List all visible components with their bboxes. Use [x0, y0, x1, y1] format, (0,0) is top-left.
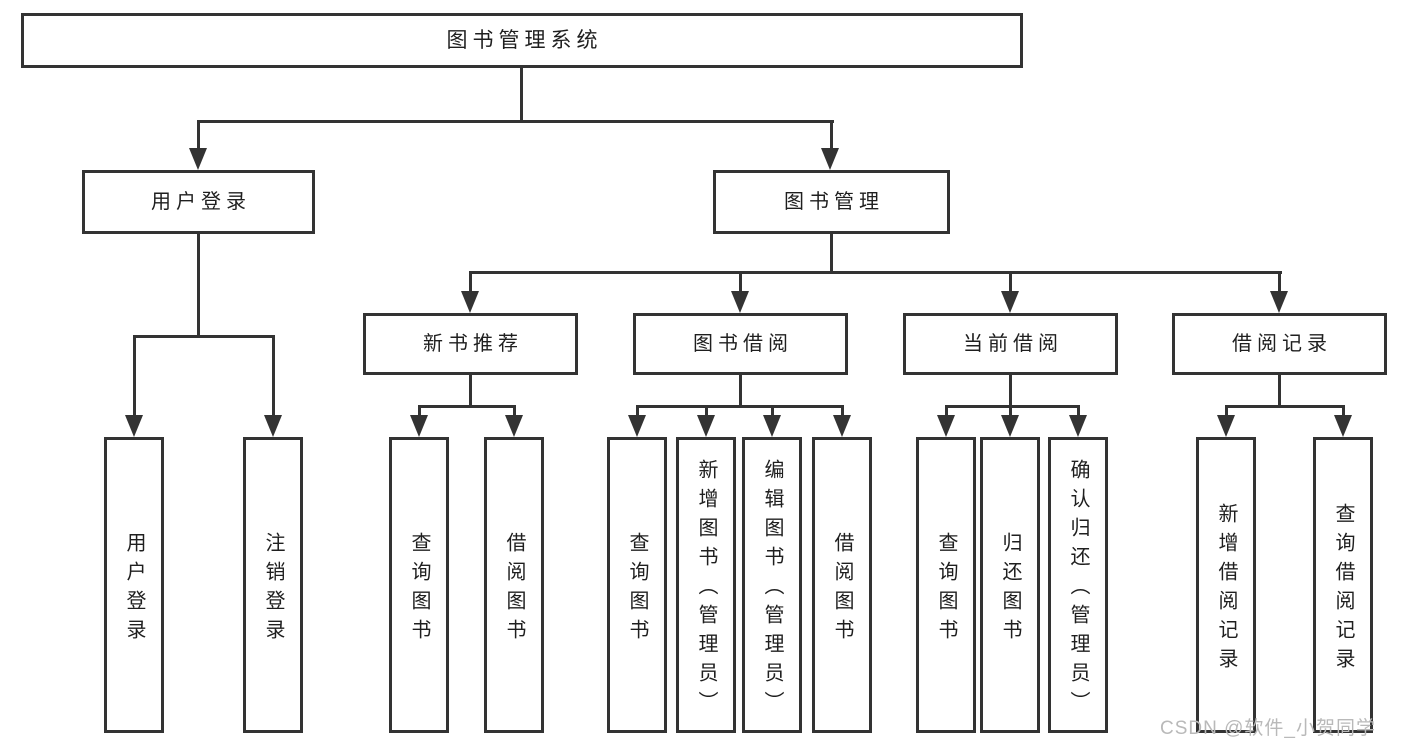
node-label: 归还图书	[999, 531, 1021, 648]
connector-line	[1225, 405, 1345, 408]
connector-line	[133, 335, 136, 419]
leaf-logout: 注销登录	[243, 437, 303, 733]
node-label: 用户登录	[151, 191, 251, 213]
node-label: 图书管理	[784, 191, 884, 213]
node-label: 借阅图书	[831, 531, 853, 648]
connector-line	[418, 405, 516, 408]
node-book-borrowing: 图书借阅	[633, 313, 848, 375]
connector-line	[739, 375, 742, 408]
arrow-down-icon	[461, 291, 479, 313]
arrow-down-icon	[628, 415, 646, 437]
connector-line	[133, 335, 275, 338]
connector-line	[469, 375, 472, 408]
node-label: 编辑图书（管理员）	[761, 459, 783, 720]
arrow-down-icon	[1001, 415, 1019, 437]
connector-line	[1225, 405, 1228, 418]
leaf-user-login: 用户登录	[104, 437, 164, 733]
leaf-query-books-recommend: 查询图书	[389, 437, 449, 733]
connector-line	[418, 405, 421, 418]
node-label: 借阅图书	[503, 531, 525, 648]
node-new-book-recommend: 新书推荐	[363, 313, 578, 375]
node-borrowing-records: 借阅记录	[1172, 313, 1387, 375]
node-label: 图书管理系统	[446, 29, 603, 52]
arrow-down-icon	[505, 415, 523, 437]
node-current-borrowing: 当前借阅	[903, 313, 1118, 375]
arrow-down-icon	[1001, 291, 1019, 313]
arrow-down-icon	[1334, 415, 1352, 437]
connector-line	[705, 405, 708, 418]
node-label: 查询借阅记录	[1332, 502, 1354, 677]
node-label: 图书借阅	[693, 333, 793, 355]
arrow-down-icon	[1270, 291, 1288, 313]
arrow-down-icon	[264, 415, 282, 437]
leaf-return-book: 归还图书	[980, 437, 1040, 733]
arrow-down-icon	[763, 415, 781, 437]
leaf-query-books-current: 查询图书	[916, 437, 976, 733]
connector-line	[945, 405, 948, 418]
arrow-down-icon	[731, 291, 749, 313]
connector-line	[513, 405, 516, 418]
leaf-borrow-books-recommend: 借阅图书	[484, 437, 544, 733]
connector-line	[636, 405, 844, 408]
connector-line	[272, 335, 275, 419]
node-label: 当前借阅	[963, 333, 1063, 355]
arrow-down-icon	[189, 148, 207, 170]
leaf-query-books-borrow: 查询图书	[607, 437, 667, 733]
leaf-borrow-books: 借阅图书	[812, 437, 872, 733]
arrow-down-icon	[1217, 415, 1235, 437]
connector-line	[1278, 271, 1281, 295]
connector-line	[1342, 405, 1345, 418]
connector-line	[1009, 271, 1012, 295]
connector-line	[945, 405, 1080, 408]
connector-line	[1077, 405, 1080, 418]
node-book-management-system: 图书管理系统	[21, 13, 1023, 68]
arrow-down-icon	[833, 415, 851, 437]
connector-line	[830, 120, 833, 152]
arrow-down-icon	[821, 148, 839, 170]
connector-line	[841, 405, 844, 418]
node-label: 查询图书	[626, 531, 648, 648]
leaf-add-book-admin: 新增图书（管理员）	[676, 437, 736, 733]
connector-line	[197, 234, 200, 338]
node-label: 查询图书	[935, 531, 957, 648]
leaf-edit-book-admin: 编辑图书（管理员）	[742, 437, 802, 733]
leaf-add-borrow-record: 新增借阅记录	[1196, 437, 1256, 733]
node-user-login: 用户登录	[82, 170, 315, 234]
node-label: 确认归还（管理员）	[1067, 459, 1089, 720]
connector-line	[830, 234, 833, 274]
connector-line	[636, 405, 639, 418]
node-label: 借阅记录	[1232, 333, 1332, 355]
connector-line	[1009, 405, 1012, 418]
connector-line	[739, 271, 742, 295]
node-label: 注销登录	[262, 531, 284, 648]
connector-line	[1009, 375, 1012, 408]
arrow-down-icon	[697, 415, 715, 437]
leaf-query-borrow-record: 查询借阅记录	[1313, 437, 1373, 733]
node-label: 新增图书（管理员）	[695, 459, 717, 720]
connector-line	[469, 271, 1282, 274]
node-label: 新增借阅记录	[1215, 502, 1237, 677]
connector-line	[197, 120, 200, 152]
node-label: 新书推荐	[423, 333, 523, 355]
arrow-down-icon	[125, 415, 143, 437]
connector-line	[520, 68, 523, 120]
node-label: 用户登录	[123, 531, 145, 648]
connector-line	[469, 271, 472, 295]
node-label: 查询图书	[408, 531, 430, 648]
arrow-down-icon	[937, 415, 955, 437]
connector-line	[197, 120, 834, 123]
connector-line	[771, 405, 774, 418]
arrow-down-icon	[1069, 415, 1087, 437]
node-book-management: 图书管理	[713, 170, 950, 234]
arrow-down-icon	[410, 415, 428, 437]
connector-line	[1278, 375, 1281, 408]
csdn-watermark: CSDN @软件_小贺同学	[1160, 718, 1376, 739]
leaf-confirm-return-admin: 确认归还（管理员）	[1048, 437, 1108, 733]
